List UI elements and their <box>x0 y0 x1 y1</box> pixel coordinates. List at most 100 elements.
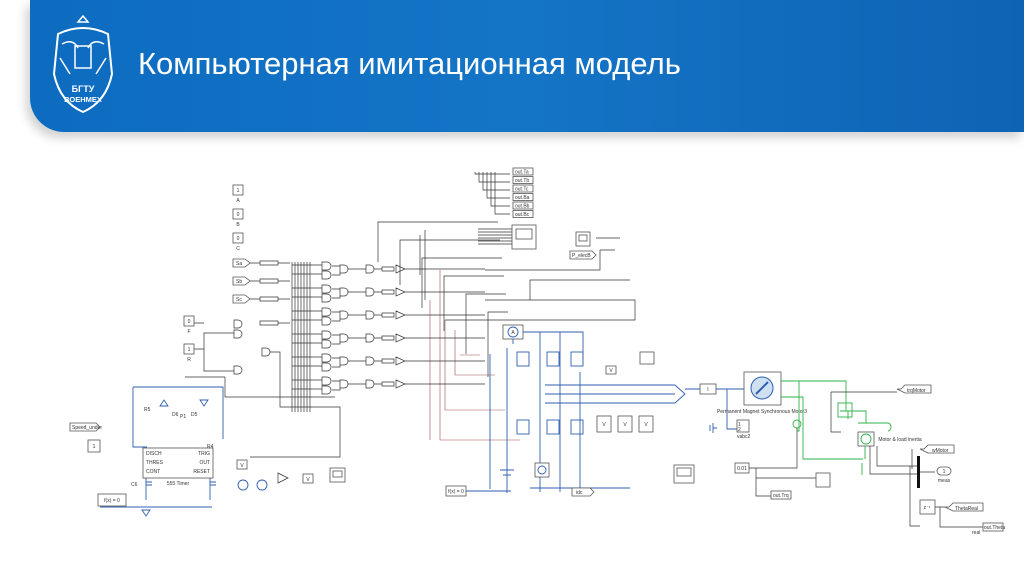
input-sc[interactable]: Sc <box>232 294 251 304</box>
scope[interactable] <box>329 467 346 483</box>
scope-power[interactable] <box>575 231 591 247</box>
output-out-bb[interactable]: out.Bb <box>512 201 534 210</box>
svg-text:1: 1 <box>188 347 191 353</box>
svg-text:V: V <box>306 477 310 483</box>
svg-text:2: 2 <box>738 427 741 433</box>
and-gate <box>292 339 332 349</box>
theta-tag[interactable]: ThetaReal <box>944 502 984 512</box>
svg-text:0.01: 0.01 <box>737 466 747 472</box>
mux-block <box>917 456 920 488</box>
svg-text:TRIG: TRIG <box>198 451 210 457</box>
and-gate <box>292 293 332 303</box>
gain-block: 0.01 <box>734 462 750 474</box>
svg-text:meas: meas <box>938 478 951 484</box>
output-out-tb[interactable]: out.Tb <box>512 176 534 185</box>
timer-555[interactable]: DISCH THRES CONT TRIG OUT RESET 555 Time… <box>142 447 214 487</box>
svg-text:wMotor: wMotor <box>932 448 949 454</box>
and-gate <box>292 353 332 363</box>
mosfet-icon <box>516 351 530 367</box>
constant-b[interactable]: 0B <box>232 208 244 228</box>
mosfet-icon <box>570 419 584 435</box>
constant-f[interactable]: 0F <box>183 315 195 335</box>
constant-r[interactable]: 1R <box>183 343 195 363</box>
svg-text:out.Bc: out.Bc <box>515 212 530 218</box>
constant-a[interactable]: 1A <box>232 184 244 204</box>
torque-sensor <box>792 419 802 429</box>
input-sb[interactable]: Sb <box>232 276 251 286</box>
gate-driver <box>332 379 485 391</box>
and-gate <box>292 270 332 280</box>
wmotor-tag[interactable]: wMotor <box>919 444 955 454</box>
pmsm-motor[interactable] <box>743 371 782 406</box>
scope-main[interactable] <box>511 224 537 250</box>
meas-outport[interactable]: 1 meas <box>936 466 952 484</box>
trq-motor-tag[interactable]: trqMotor <box>896 384 932 394</box>
svg-text:f(x) = 0: f(x) = 0 <box>448 489 464 495</box>
step-block[interactable]: 1 <box>87 439 101 453</box>
svg-text:F: F <box>187 329 190 335</box>
svg-text:Sc: Sc <box>236 297 242 303</box>
svg-text:out.Ta: out.Ta <box>515 170 529 176</box>
output-out-ba[interactable]: out.Ba <box>512 193 534 202</box>
svg-text:out.Theta: out.Theta <box>984 525 1005 531</box>
current-sensor-dc <box>534 462 550 478</box>
idc-tag[interactable]: idc <box>571 487 595 497</box>
ground-icon <box>141 509 151 517</box>
c6-label: C6 <box>131 482 138 488</box>
svg-text:real: real <box>972 530 980 536</box>
output-out-tc[interactable]: out.Tc <box>512 184 534 193</box>
svg-text:0: 0 <box>237 212 240 218</box>
speed-under-tag[interactable]: Speed_under <box>69 422 102 432</box>
out-trq[interactable]: out.Trq <box>770 490 792 500</box>
angle-sensor <box>837 402 853 418</box>
svg-text:БГТУ: БГТУ <box>72 84 95 94</box>
and-gate <box>292 307 332 317</box>
constant-c[interactable]: 0C <box>232 232 244 252</box>
svg-text:A: A <box>511 330 515 336</box>
and-gate <box>292 362 332 372</box>
r5-label: R5 <box>144 407 151 413</box>
svg-text:1: 1 <box>943 469 946 475</box>
solver-config[interactable]: f(x) = 0 <box>97 493 127 507</box>
svg-text:555 Timer: 555 Timer <box>167 481 190 487</box>
p1-label: P1 <box>180 414 186 420</box>
svg-text:out.Trq: out.Trq <box>773 493 789 499</box>
scope-line[interactable] <box>639 351 655 365</box>
and-gate <box>292 284 332 294</box>
solver-config-2[interactable]: f(x) = 0 <box>445 485 467 497</box>
voltage-source <box>237 479 249 491</box>
svg-text:out.Tc: out.Tc <box>515 187 529 193</box>
and-gate <box>292 376 332 386</box>
scope-trq[interactable] <box>815 472 831 488</box>
d5-label: D5 <box>191 412 198 418</box>
svg-text:C: C <box>236 246 240 252</box>
battery-icon <box>500 469 514 476</box>
power-tag[interactable]: P_elecB <box>569 250 597 260</box>
svg-text:V: V <box>240 463 244 469</box>
gate-driver <box>332 333 485 345</box>
svg-text:1: 1 <box>237 188 240 194</box>
svg-text:ThetaReal: ThetaReal <box>955 506 978 512</box>
svg-text:CONT: CONT <box>146 469 160 475</box>
mosfet-icon <box>546 351 560 367</box>
svg-text:1: 1 <box>93 444 96 450</box>
output-out-ta[interactable]: out.Ta <box>512 167 534 176</box>
svg-text:P_elecB: P_elecB <box>572 253 591 259</box>
voltage-sensor: V <box>236 459 248 470</box>
svg-text:R: R <box>187 357 191 363</box>
motor-input: I <box>699 383 717 395</box>
mosfet-icon <box>516 419 530 435</box>
output-out-bc[interactable]: out.Bc <box>512 210 534 219</box>
svg-text:V: V <box>609 368 613 374</box>
svg-text:ВОЕНМЕХ: ВОЕНМЕХ <box>64 95 102 104</box>
input-sa[interactable]: Sa <box>232 258 251 268</box>
mosfet-icon <box>570 351 584 367</box>
scope-phases[interactable] <box>673 464 695 484</box>
svg-text:Sa: Sa <box>236 261 242 267</box>
and-gate <box>292 330 332 340</box>
out-theta[interactable]: out.Theta real <box>972 522 1005 536</box>
slide-title: Компьютерная имитационная модель <box>138 46 681 81</box>
and-gate <box>292 261 332 271</box>
svg-text:trqMotor: trqMotor <box>907 388 926 394</box>
svg-text:V: V <box>602 422 606 428</box>
